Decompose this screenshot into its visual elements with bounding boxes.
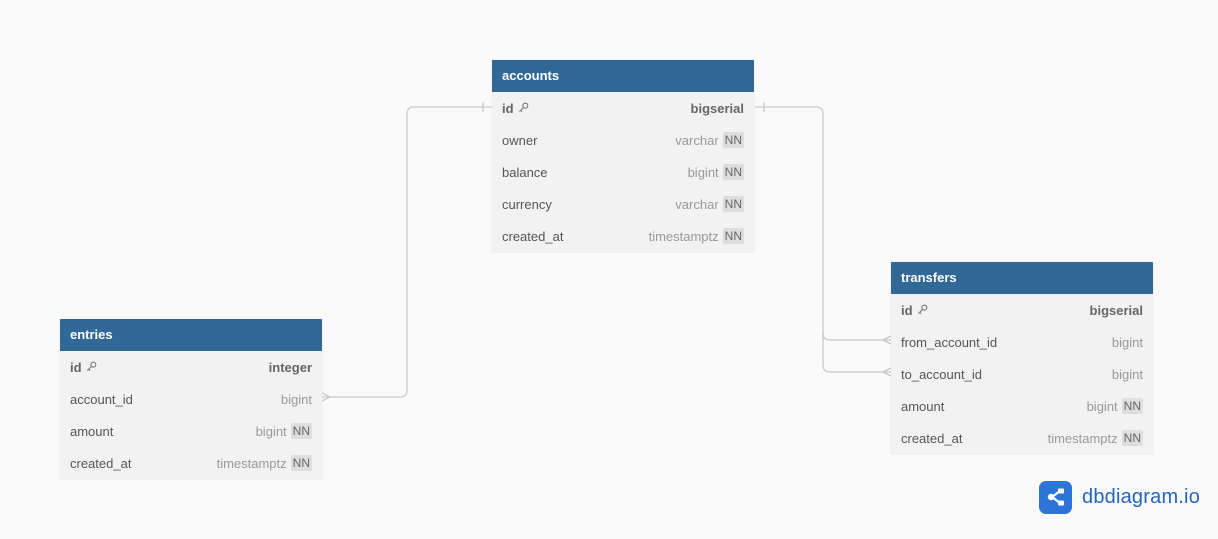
column-name: id <box>502 101 529 116</box>
column-row-id[interactable]: id bigserial <box>891 294 1153 326</box>
not-null-badge: NN <box>722 132 744 148</box>
not-null-badge: NN <box>722 196 744 212</box>
column-type: bigserial <box>1089 302 1143 318</box>
many-marker-transfers-to <box>881 367 892 377</box>
column-row-account_id[interactable]: account_id bigint <box>60 383 322 415</box>
column-name: id <box>70 360 97 375</box>
column-type: bigint <box>280 391 312 407</box>
table-entries[interactable]: entries id integer account_id bigint amount b… <box>60 319 322 479</box>
column-name: account_id <box>70 391 133 407</box>
many-marker-entries <box>321 392 332 402</box>
column-row-id[interactable]: id bigserial <box>492 92 754 124</box>
column-name: amount <box>901 398 945 414</box>
column-row-from_account_id[interactable]: from_account_id bigint <box>891 326 1153 358</box>
column-type: bigint <box>1111 366 1143 382</box>
key-icon <box>518 101 529 116</box>
column-type: bigint <box>1111 334 1143 350</box>
column-name: id <box>901 303 928 318</box>
connector-entries-accounts[interactable] <box>322 106 492 398</box>
table-header[interactable]: transfers <box>891 262 1153 294</box>
table-header[interactable]: entries <box>60 319 322 351</box>
many-marker-transfers-from <box>881 335 892 345</box>
column-name: created_at <box>70 455 132 471</box>
share-nodes-icon <box>1039 480 1072 514</box>
column-name: balance <box>502 164 548 180</box>
connector-accounts-transfers-to[interactable] <box>822 333 891 373</box>
column-name: from_account_id <box>901 334 998 350</box>
key-icon <box>917 303 928 318</box>
column-name: to_account_id <box>901 366 982 382</box>
column-type: bigserial <box>690 100 744 116</box>
table-header[interactable]: accounts <box>492 60 754 92</box>
column-name: amount <box>70 423 114 439</box>
column-name: currency <box>502 196 552 212</box>
not-null-badge: NN <box>722 164 744 180</box>
brand-watermark[interactable]: dbdiagram.io <box>1039 480 1200 514</box>
not-null-badge: NN <box>722 228 744 244</box>
not-null-badge: NN <box>1121 398 1143 414</box>
column-type: integer <box>268 359 312 375</box>
key-icon <box>86 360 97 375</box>
not-null-badge: NN <box>290 455 312 471</box>
column-name: created_at <box>502 228 564 244</box>
connector-accounts-transfers-from[interactable] <box>755 106 891 341</box>
column-row-to_account_id[interactable]: to_account_id bigint <box>891 358 1153 390</box>
not-null-badge: NN <box>290 423 312 439</box>
not-null-badge: NN <box>1121 430 1143 446</box>
column-row-id[interactable]: id integer <box>60 351 322 383</box>
brand-name: dbdiagram.io <box>1082 485 1201 508</box>
column-name: owner <box>502 132 538 148</box>
column-name: created_at <box>901 430 963 446</box>
